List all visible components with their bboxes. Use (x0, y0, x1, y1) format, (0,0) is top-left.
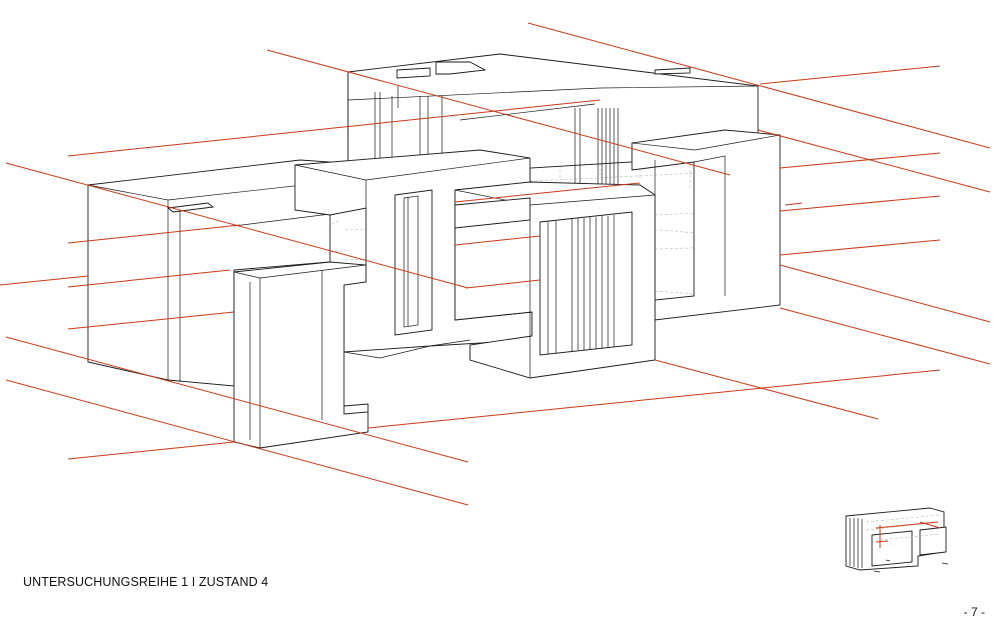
frame-block (454, 181, 656, 379)
section-lines (0, 22, 991, 506)
front-block (233, 261, 369, 449)
left-wing (87, 159, 331, 387)
drawing-caption: UNTERSUCHUNGSREIHE 1 I ZUSTAND 4 (23, 575, 269, 589)
page-number: - 7 - (963, 605, 985, 619)
key-plan-thumbnail (845, 507, 949, 573)
central-block (294, 149, 533, 359)
